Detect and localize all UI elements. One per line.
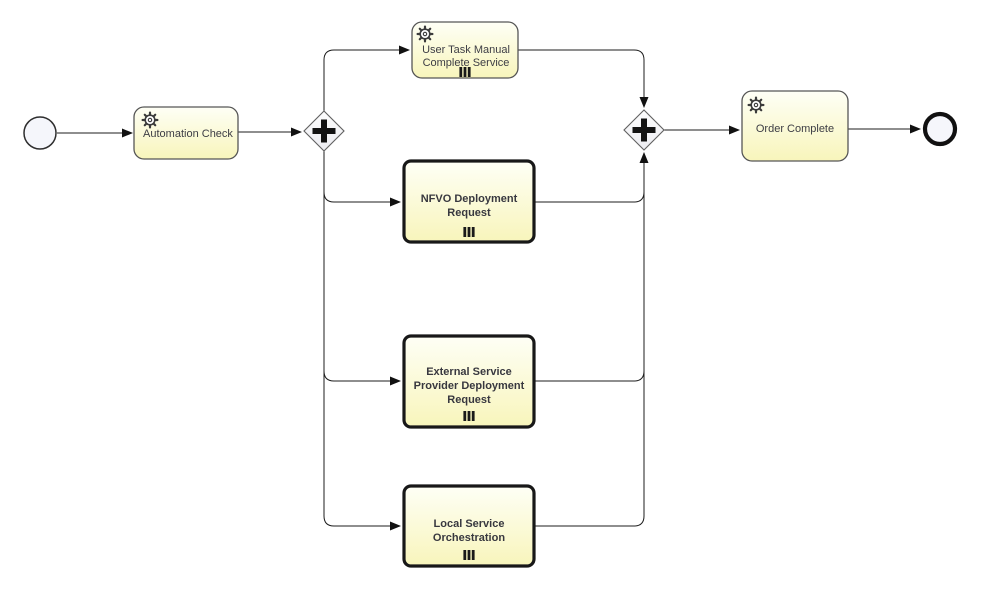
parallel-gateway-split[interactable] — [303, 110, 345, 152]
task-label-line: Request — [447, 207, 491, 219]
task-label-line: Local Service — [434, 518, 505, 530]
task-label-line: Complete Service — [423, 57, 510, 69]
parallel-multi-instance-icon — [463, 227, 475, 237]
start-event[interactable] — [23, 116, 57, 150]
flow-split-gateway-to-user-task — [323, 45, 410, 111]
flow-split-gateway-to-local — [323, 151, 401, 531]
flow-nfvo-to-join-gateway — [534, 152, 649, 203]
task-label-line: Request — [447, 394, 491, 406]
task-automation-check[interactable]: Automation Check — [133, 106, 239, 160]
task-order-complete[interactable]: Order Complete — [741, 90, 849, 162]
parallel-multi-instance-icon — [463, 550, 475, 560]
task-label-line: External Service — [426, 366, 512, 378]
sequence-flows — [57, 45, 921, 531]
task-label-line: Provider Deployment — [414, 380, 525, 392]
parallel-multi-instance-icon — [459, 67, 471, 77]
task-user-task-manual-complete-service[interactable]: User Task Manual Complete Service — [411, 21, 519, 79]
flow-split-gateway-to-external — [323, 151, 401, 386]
gear-icon — [747, 96, 765, 114]
task-label: Order Complete — [756, 123, 834, 135]
task-label-line: User Task Manual — [422, 44, 510, 56]
flow-user-task-to-join-gateway — [518, 49, 649, 108]
task-local-service-orchestration[interactable]: Local Service Orchestration — [402, 484, 536, 568]
task-nfvo-deployment-request[interactable]: NFVO Deployment Request — [402, 159, 536, 244]
task-external-service-provider-deployment-request[interactable]: External Service Provider Deployment Req… — [402, 334, 536, 429]
task-label-line: Orchestration — [433, 532, 505, 544]
task-label: Automation Check — [143, 128, 233, 140]
gear-icon — [416, 25, 434, 43]
parallel-gateway-join[interactable] — [623, 109, 665, 151]
gear-icon — [141, 111, 159, 129]
end-event[interactable] — [922, 111, 958, 147]
flow-external-to-join-gateway — [534, 192, 645, 382]
task-label-line: NFVO Deployment — [421, 193, 518, 205]
flow-split-gateway-to-nfvo — [323, 151, 401, 207]
flow-local-to-join-gateway — [534, 371, 645, 527]
parallel-multi-instance-icon — [463, 411, 475, 421]
